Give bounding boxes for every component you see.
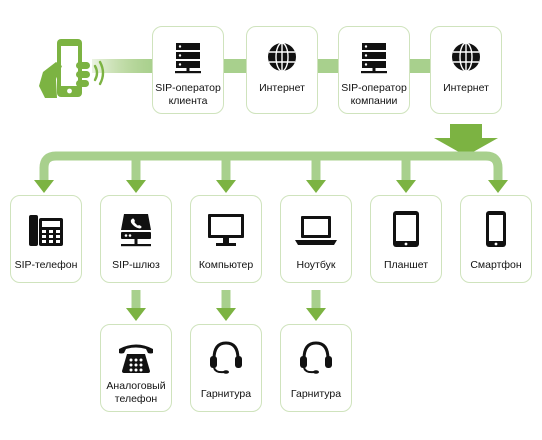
analog-phone-icon bbox=[119, 344, 153, 373]
device-label: Компьютер bbox=[198, 259, 254, 271]
node-label: Интернет bbox=[259, 82, 305, 94]
node-label: SIP-оператор клиента bbox=[155, 82, 221, 107]
link-3-4 bbox=[408, 59, 436, 73]
internet-node-1: Интернет bbox=[246, 26, 318, 114]
endpoint-label: Аналоговый телефон bbox=[106, 380, 166, 405]
device-tablet: Планшет bbox=[370, 195, 442, 283]
tablet-icon bbox=[393, 211, 419, 247]
endpoint-headset-1: Гарнитура bbox=[190, 324, 262, 412]
device-label: Планшет bbox=[383, 259, 429, 271]
bus-arrowheads bbox=[34, 180, 508, 193]
link-2-3 bbox=[316, 59, 344, 73]
distribution-bus bbox=[39, 151, 503, 181]
device-label: Смартфон bbox=[470, 259, 522, 271]
device-computer: Компьютер bbox=[190, 195, 262, 283]
device-laptop: Ноутбук bbox=[280, 195, 352, 283]
sip-operator-company-node: SIP-оператор компании bbox=[338, 26, 410, 114]
internet-node-2: Интернет bbox=[430, 26, 502, 114]
node-label: Интернет bbox=[443, 82, 489, 94]
device-label: Ноутбук bbox=[296, 259, 336, 271]
sip-operator-client-node: SIP-оператор клиента bbox=[152, 26, 224, 114]
monitor-icon bbox=[208, 214, 244, 246]
endpoint-analog-phone: Аналоговый телефон bbox=[100, 324, 172, 412]
server-icon bbox=[175, 43, 201, 74]
device-smartphone: Смартфон bbox=[460, 195, 532, 283]
globe-icon bbox=[268, 42, 296, 72]
smartphone-icon bbox=[486, 211, 506, 247]
laptop-icon bbox=[295, 216, 337, 245]
link-1-2 bbox=[222, 59, 250, 73]
headset-icon bbox=[210, 341, 242, 374]
globe-icon bbox=[452, 42, 480, 72]
device-label: SIP-шлюз bbox=[112, 259, 160, 271]
endpoint-label: Гарнитура bbox=[200, 388, 252, 400]
caller-link bbox=[92, 59, 154, 73]
device-sip-gateway: SIP-шлюз bbox=[100, 195, 172, 283]
gateway-icon bbox=[121, 214, 151, 247]
headset-icon bbox=[300, 341, 332, 374]
device-label: SIP-телефон bbox=[14, 259, 78, 271]
endpoint-headset-2: Гарнитура bbox=[280, 324, 352, 412]
node-label: SIP-оператор компании bbox=[341, 82, 407, 107]
server-icon bbox=[361, 43, 387, 74]
down-arrow bbox=[434, 124, 498, 156]
endpoint-label: Гарнитура bbox=[290, 388, 342, 400]
desk-phone-icon bbox=[29, 215, 63, 246]
caller-hand-phone-icon bbox=[39, 39, 105, 98]
device-sip-phone: SIP-телефон bbox=[10, 195, 82, 283]
